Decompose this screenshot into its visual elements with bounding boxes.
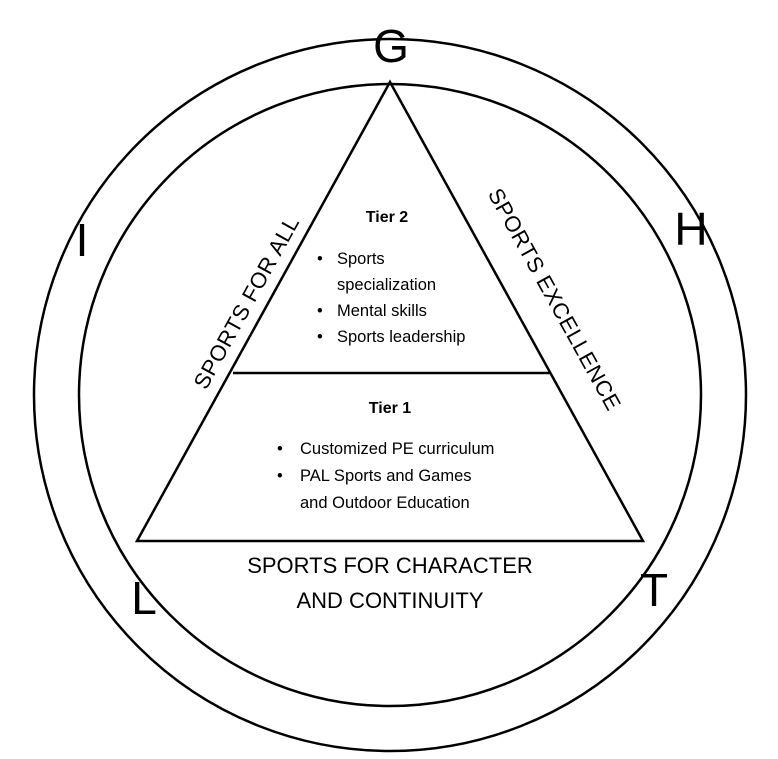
letter-bottom-right: T [640, 564, 668, 616]
tier2-bullet-1: • [317, 250, 323, 268]
letter-right: H [674, 203, 707, 255]
tier1-bullet-2: • [277, 467, 283, 485]
tier2-item-3-line-1: Sports leadership [337, 328, 465, 346]
base-label-line2: AND CONTINUITY [297, 588, 484, 613]
tier2-item-2-line-1: Mental skills [337, 302, 427, 320]
tier1-item-1-line-1: Customized PE curriculum [300, 440, 494, 458]
letter-bottom-left: L [131, 572, 157, 624]
letter-top: G [373, 20, 409, 72]
tier1-item-2-line-1: PAL Sports and Games [300, 467, 472, 485]
tier2-bullet-3: • [317, 328, 323, 346]
tier1-title: Tier 1 [369, 400, 412, 417]
tier1-bullet-1: • [277, 440, 283, 458]
base-label-line1: SPORTS FOR CHARACTER [247, 553, 533, 578]
tier1-item-2-line-2: and Outdoor Education [300, 494, 470, 512]
letter-left: I [76, 214, 89, 266]
tier2-item-1-line-2: specialization [337, 276, 436, 294]
side-label-left: SPORTS FOR ALL [189, 212, 305, 393]
tier1-list: • Customized PE curriculum • PAL Sports and… [277, 440, 494, 512]
outer-circle [32, 37, 748, 753]
tier2-list: • Sports specialization • Mental skills • Spor… [317, 250, 465, 346]
tier2-title: Tier 2 [366, 209, 409, 226]
pyramid-triangle [134, 79, 646, 543]
tier2-item-1-line-1: Sports [337, 250, 385, 268]
tier2-bullet-2: • [317, 302, 323, 320]
